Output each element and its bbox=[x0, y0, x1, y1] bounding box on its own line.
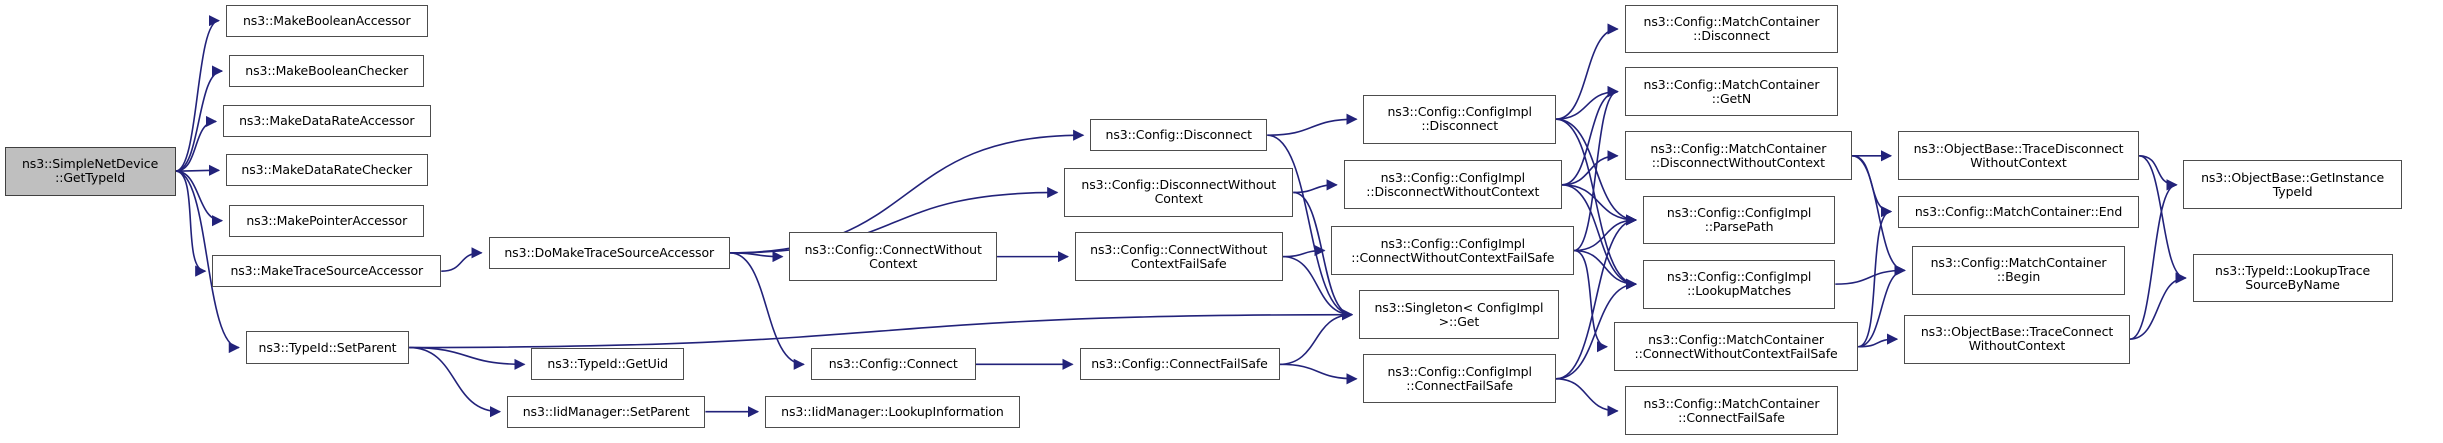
graph-edge bbox=[1858, 333, 1899, 348]
graph-node[interactable]: ns3::ObjectBase::GetInstance TypeId bbox=[2183, 160, 2402, 210]
graph-edge bbox=[1851, 155, 1893, 218]
graph-node[interactable]: ns3::Config::ConfigImpl ::LookupMatches bbox=[1642, 259, 1836, 309]
graph-edge bbox=[2129, 272, 2187, 340]
graph-edge bbox=[2139, 155, 2178, 191]
graph-edge bbox=[1574, 249, 1638, 290]
graph-node[interactable]: ns3::TypeId::LookupTrace SourceByName bbox=[2192, 253, 2393, 303]
graph-node[interactable]: ns3::ObjectBase::TraceConnect WithoutCon… bbox=[1904, 314, 2130, 364]
graph-edge bbox=[1574, 249, 1609, 353]
graph-node[interactable]: ns3::Config::MatchContainer ::GetN bbox=[1624, 67, 1839, 117]
graph-edge bbox=[1835, 264, 1906, 285]
graph-node[interactable]: ns3::Singleton< ConfigImpl >::Get bbox=[1358, 290, 1559, 340]
graph-node[interactable]: ns3::Config::MatchContainer::End bbox=[1897, 195, 2140, 228]
graph-edge bbox=[175, 170, 207, 277]
graph-edge bbox=[1857, 206, 1893, 348]
graph-node[interactable]: ns3::Config::Disconnect bbox=[1090, 119, 1268, 152]
graph-edge bbox=[1574, 214, 1638, 252]
graph-node[interactable]: ns3::DoMakeTraceSourceAccessor bbox=[488, 236, 730, 269]
graph-node[interactable]: ns3::Config::MatchContainer ::ConnectWit… bbox=[1613, 322, 1859, 372]
graph-edge bbox=[1561, 150, 1619, 186]
graph-edge bbox=[175, 170, 224, 227]
graph-edge bbox=[175, 115, 218, 172]
graph-node[interactable]: ns3::Config::ConfigImpl ::DisconnectWith… bbox=[1343, 160, 1562, 210]
graph-node[interactable]: ns3::Config::MatchContainer ::Disconnect… bbox=[1624, 131, 1853, 181]
graph-edge bbox=[409, 346, 502, 418]
graph-node[interactable]: ns3::MakeBooleanChecker bbox=[229, 54, 425, 88]
graph-edge bbox=[175, 15, 221, 172]
graph-node[interactable]: ns3::IidManager::LookupInformation bbox=[764, 395, 1020, 428]
graph-edge bbox=[1293, 179, 1338, 194]
graph-edge bbox=[1267, 113, 1358, 136]
graph-node[interactable]: ns3::Config::MatchContainer ::ConnectFai… bbox=[1624, 386, 1839, 436]
graph-edge bbox=[1555, 86, 1619, 120]
graph-edge bbox=[1573, 86, 1619, 252]
graph-edge bbox=[1858, 264, 1906, 348]
graph-node[interactable]: ns3::Config::ConnectFailSafe bbox=[1079, 348, 1280, 381]
graph-edge bbox=[1561, 184, 1638, 226]
graph-node[interactable]: ns3::Config::Connect bbox=[810, 348, 976, 381]
graph-node[interactable]: ns3::IidManager::SetParent bbox=[506, 395, 706, 428]
graph-edge bbox=[1282, 244, 1326, 258]
graph-node[interactable]: ns3::MakeBooleanAccessor bbox=[225, 4, 428, 37]
graph-edge bbox=[1851, 155, 1906, 276]
graph-node[interactable]: ns3::Config::ConnectWithout Context bbox=[789, 232, 998, 282]
graph-edge bbox=[1561, 86, 1619, 186]
graph-node[interactable]: ns3::TypeId::SetParent bbox=[245, 331, 410, 364]
graph-edge bbox=[175, 65, 224, 172]
graph-edge bbox=[409, 309, 1354, 349]
graph-node[interactable]: ns3::MakeDataRateAccessor bbox=[222, 105, 431, 138]
graph-node[interactable]: ns3::SimpleNetDevice ::GetTypeId bbox=[4, 146, 176, 196]
graph-edge bbox=[1279, 309, 1354, 366]
graph-node[interactable]: ns3::Config::ConfigImpl ::ParsePath bbox=[1642, 195, 1836, 245]
graph-node[interactable]: ns3::Config::MatchContainer ::Disconnect bbox=[1624, 4, 1839, 54]
graph-edge bbox=[409, 346, 526, 370]
graph-edge bbox=[1267, 134, 1354, 321]
graph-node[interactable]: ns3::Config::ConfigImpl ::ConnectFailSaf… bbox=[1363, 354, 1556, 404]
graph-node[interactable]: ns3::MakeDataRateChecker bbox=[225, 154, 428, 187]
graph-node[interactable]: ns3::ObjectBase::TraceDisconnect Without… bbox=[1897, 131, 2140, 181]
graph-edge bbox=[441, 247, 483, 272]
graph-node[interactable]: ns3::MakePointerAccessor bbox=[229, 204, 425, 237]
graph-node[interactable]: ns3::Config::MatchContainer ::Begin bbox=[1911, 245, 2126, 295]
graph-edge bbox=[1555, 378, 1619, 417]
graph-node[interactable]: ns3::Config::ConfigImpl ::Disconnect bbox=[1363, 94, 1556, 144]
graph-edge bbox=[2138, 155, 2187, 284]
graph-node[interactable]: ns3::Config::DisconnectWithout Context bbox=[1064, 168, 1294, 217]
graph-node[interactable]: ns3::TypeId::GetUid bbox=[531, 348, 685, 381]
graph-edge bbox=[175, 164, 221, 176]
graph-edge bbox=[1279, 363, 1358, 385]
graph-edge bbox=[1555, 23, 1619, 120]
graph-node[interactable]: ns3::Config::ConfigImpl ::ConnectWithout… bbox=[1331, 226, 1575, 275]
graph-edge bbox=[729, 251, 784, 263]
graph-node[interactable]: ns3::MakeTraceSourceAccessor bbox=[212, 255, 442, 288]
graph-node[interactable]: ns3::Config::ConnectWithout ContextFailS… bbox=[1074, 232, 1283, 282]
